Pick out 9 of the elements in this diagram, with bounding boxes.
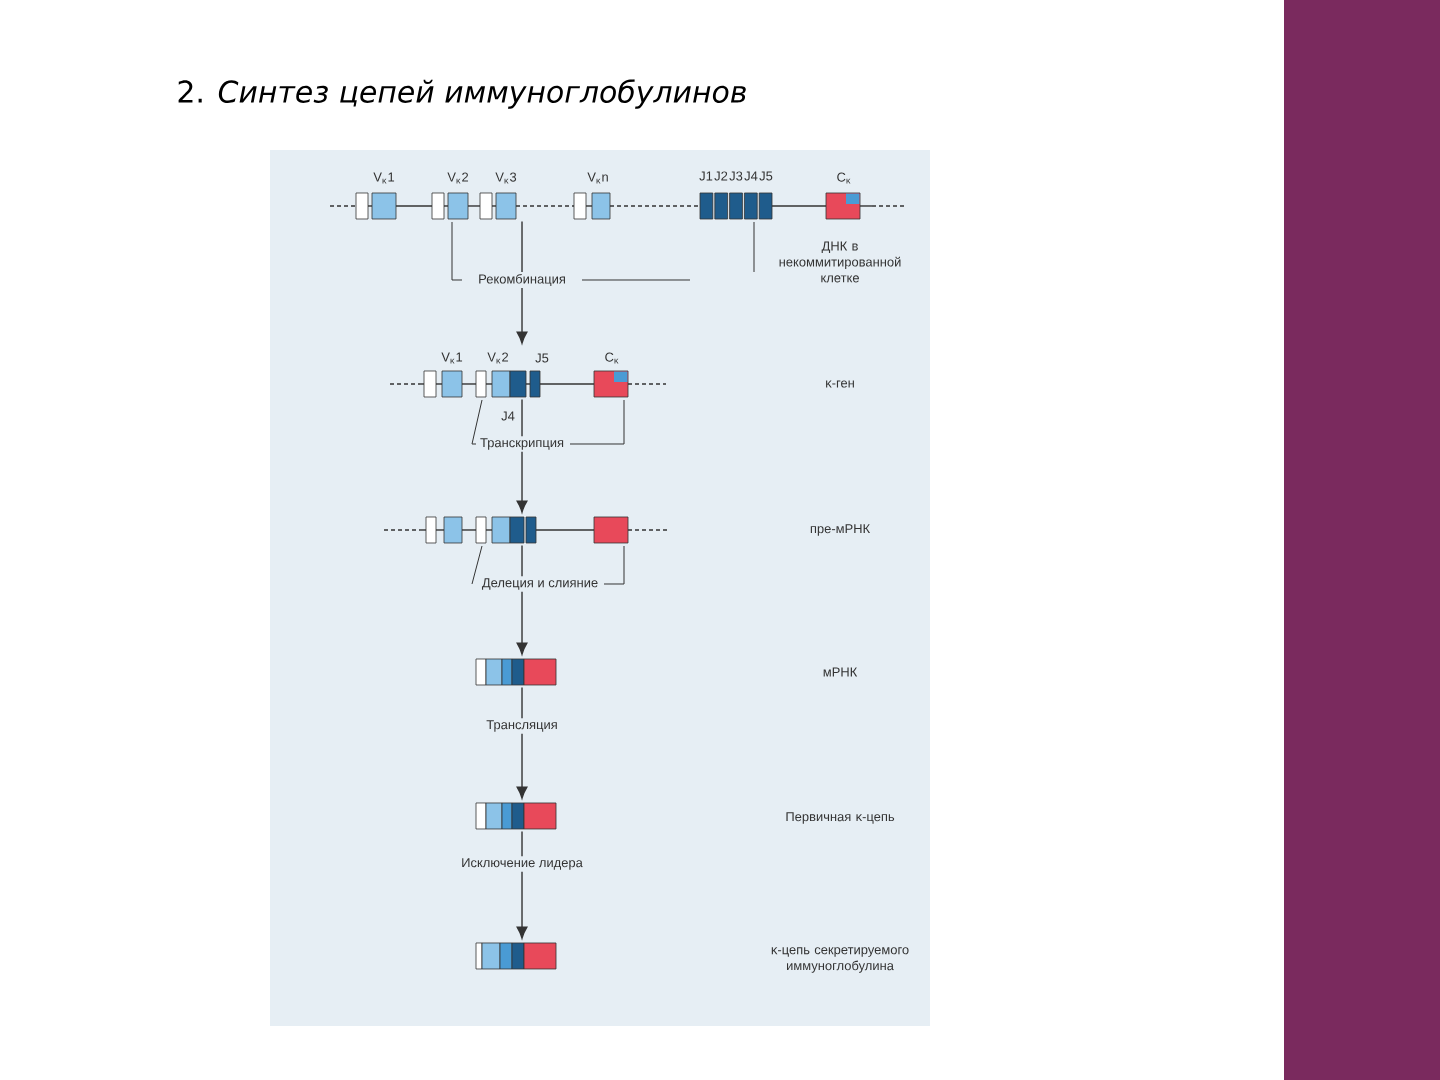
arrow bbox=[516, 220, 528, 344]
arrow bbox=[516, 686, 528, 799]
gene-drawing bbox=[383, 516, 671, 544]
title: 2. Синтез цепей иммуноглобулинов bbox=[178, 79, 746, 109]
chain-drawing bbox=[475, 802, 557, 830]
chain-drawing bbox=[475, 942, 557, 970]
arrow bbox=[516, 398, 528, 513]
arrow bbox=[516, 830, 528, 939]
chain-drawing bbox=[475, 658, 557, 686]
